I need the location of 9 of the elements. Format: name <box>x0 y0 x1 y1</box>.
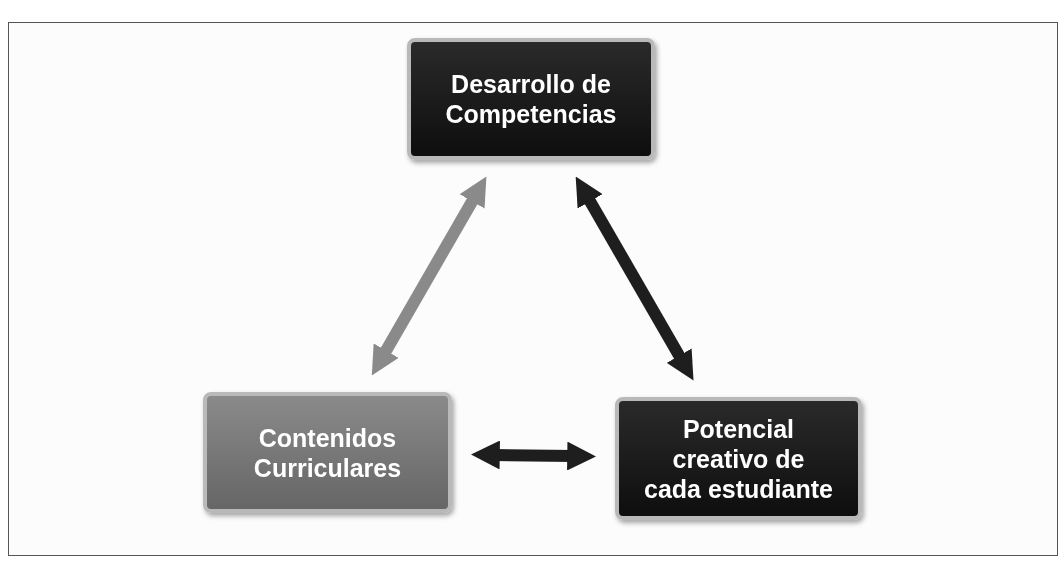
rounded-box <box>615 397 862 520</box>
double-arrow <box>575 176 694 381</box>
box-label: Desarrollo de Competencias <box>444 69 618 129</box>
box-label: Contenidos Curriculares <box>252 422 403 483</box>
box-label: Potencial creativo de cada estudiante <box>643 413 834 504</box>
rounded-box <box>203 392 452 513</box>
double-arrow <box>470 440 597 471</box>
double-arrow <box>371 176 487 376</box>
rounded-box <box>407 38 655 160</box>
